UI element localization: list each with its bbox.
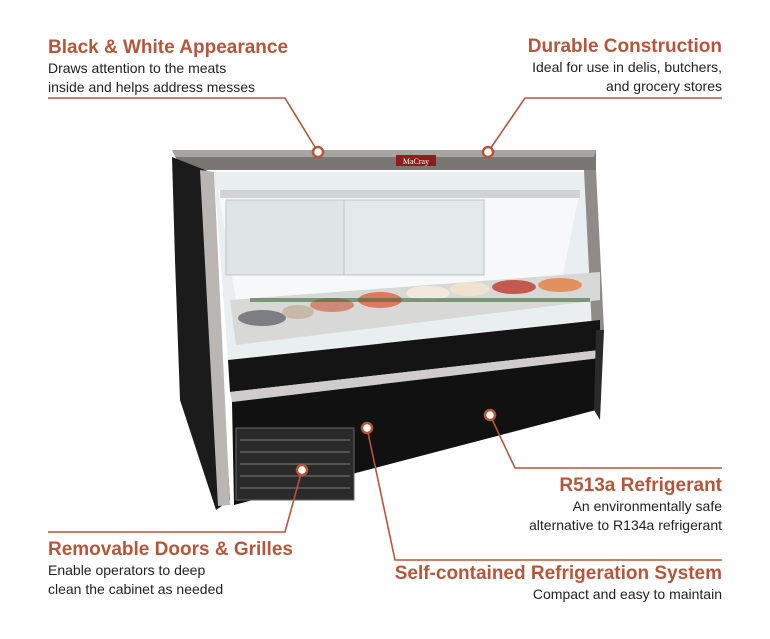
callout-refrigerant: R513a Refrigerant An environmentally saf… (420, 475, 722, 535)
callout-refrigerant-title: R513a Refrigerant (559, 475, 722, 496)
leader-refrigerant (489, 414, 722, 469)
dot-doors (295, 463, 309, 477)
case-front-rail (230, 350, 600, 402)
callout-construction-title: Durable Construction (527, 36, 722, 57)
callout-appearance-desc: Draws attention to the meats inside and … (48, 60, 256, 95)
dot-construction (481, 145, 495, 159)
callout-appearance: Black & White Appearance Draws attention… (48, 37, 348, 97)
case-rear-door-1 (225, 199, 345, 276)
callout-doors-desc: Enable operators to deep clean the cabin… (48, 562, 224, 597)
callout-doors-title: Removable Doors & Grilles (48, 539, 293, 560)
leader-construction (487, 97, 722, 153)
callout-appearance-title: Black & White Appearance (48, 37, 289, 58)
leader-system (366, 427, 722, 561)
case-logo: MaCray (403, 157, 429, 166)
leader-appearance (48, 97, 319, 153)
case-rear-door-2 (343, 199, 485, 276)
leader-doors (48, 469, 303, 533)
callout-doors: Removable Doors & Grilles Enable operato… (48, 539, 368, 599)
dot-system (360, 421, 374, 435)
callout-system-title: Self-contained Refrigeration System (394, 563, 722, 584)
case-left-frame (200, 170, 230, 506)
case-right-base (594, 330, 604, 420)
case-display-product (230, 272, 600, 345)
callout-refrigerant-desc: An environmentally safe alternative to R… (529, 498, 722, 533)
case-logo-plate (396, 155, 436, 166)
callout-system: Self-contained Refrigeration System Comp… (360, 563, 722, 604)
dot-refrigerant (483, 408, 497, 422)
dot-appearance (311, 145, 325, 159)
callout-construction: Durable Construction Ideal for use in de… (420, 36, 722, 96)
case-light-bar (220, 190, 580, 198)
callout-construction-desc: Ideal for use in delis, butchers, and gr… (532, 59, 722, 94)
case-front-upper-band (228, 320, 600, 392)
callout-system-desc: Compact and easy to maintain (532, 586, 722, 602)
